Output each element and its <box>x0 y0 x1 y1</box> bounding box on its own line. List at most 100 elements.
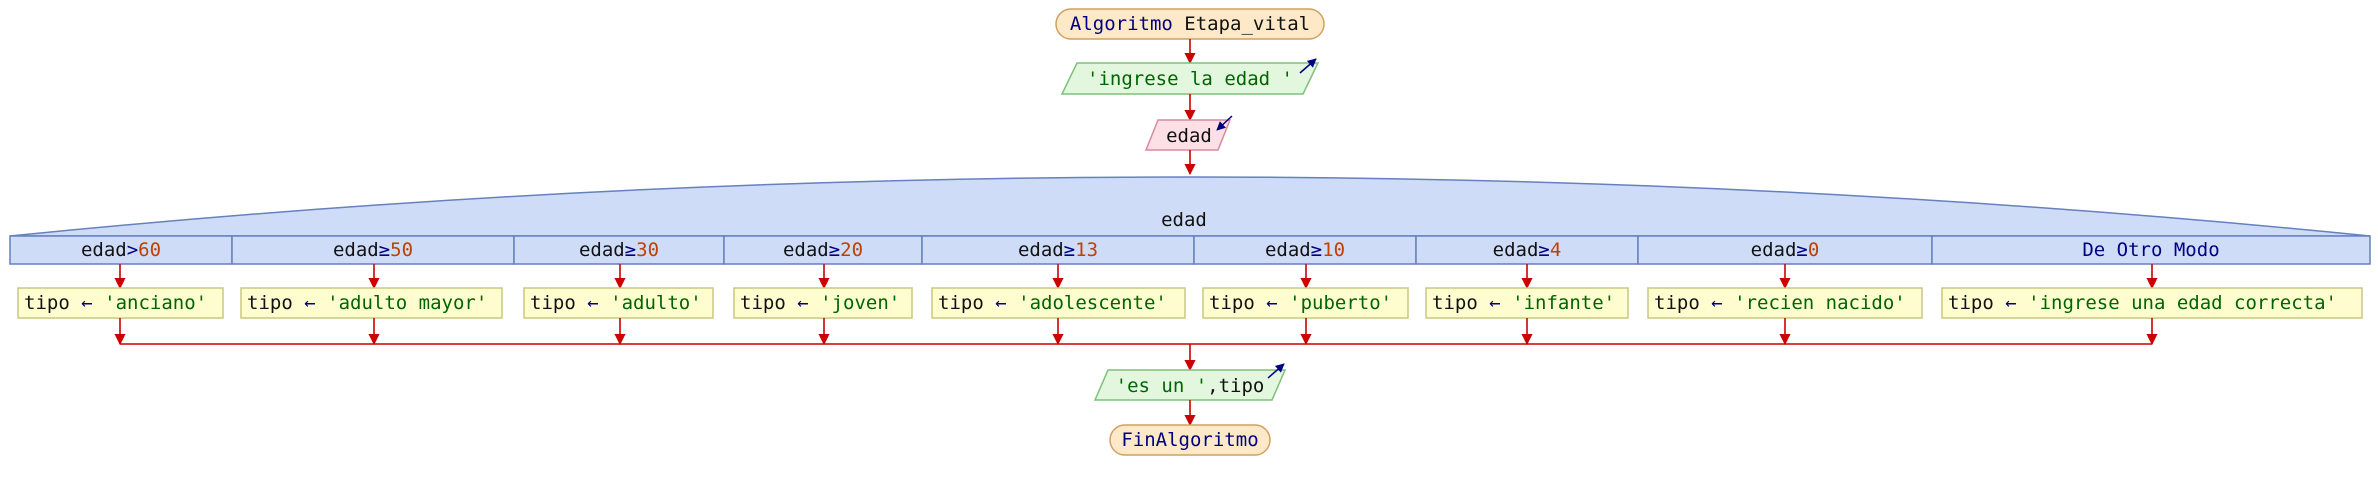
switch-header <box>9 176 2371 237</box>
case-var: edad <box>783 239 829 261</box>
case-cell[interactable] <box>1415 235 1639 265</box>
case-operator: ≥ <box>625 239 636 261</box>
space <box>1501 292 1512 314</box>
case-condition: edad≥30 <box>579 239 659 261</box>
space <box>599 292 610 314</box>
assign-var: tipo <box>740 292 786 314</box>
case-operator: ≥ <box>1311 239 1322 261</box>
case-value: 10 <box>1322 239 1345 261</box>
case-var: edad <box>1493 239 1539 261</box>
space <box>1478 292 1489 314</box>
assign-var: tipo <box>938 292 984 314</box>
assignment-box[interactable] <box>733 287 913 319</box>
case-condition: edad≥20 <box>783 239 863 261</box>
assignment-text: tipo ← 'adulto mayor' <box>247 292 487 314</box>
assignment-box[interactable] <box>240 287 503 319</box>
start-node[interactable]: Algoritmo Etapa_vital <box>1055 8 1325 40</box>
case-condition: edad≥0 <box>1751 239 1820 261</box>
space <box>316 292 327 314</box>
case-cell[interactable] <box>513 235 725 265</box>
assign-var: tipo <box>530 292 576 314</box>
switch-variable: edad <box>1161 209 1207 231</box>
input-variable-text: edad <box>1166 125 1212 147</box>
case-condition: edad≥4 <box>1493 239 1562 261</box>
case-operator: ≥ <box>1064 239 1075 261</box>
case-value: 50 <box>390 239 413 261</box>
case-value: 60 <box>138 239 161 261</box>
assignment-box[interactable] <box>523 287 714 319</box>
svg-text:'es un ',tipo: 'es un ',tipo <box>1116 375 1265 397</box>
assign-value: 'adulto mayor' <box>327 292 487 314</box>
case-value: 13 <box>1075 239 1098 261</box>
case-operator: ≥ <box>379 239 390 261</box>
case-var: edad <box>1018 239 1064 261</box>
space <box>1255 292 1266 314</box>
assignment-box[interactable] <box>931 287 1186 319</box>
assign-value: 'recien nacido' <box>1734 292 1906 314</box>
output-prompt-text: 'ingrese la edad ' <box>1087 68 1293 90</box>
assignment-text: tipo ← 'puberto' <box>1209 292 1392 314</box>
space <box>1007 292 1018 314</box>
output-arrow-icon <box>1299 58 1317 74</box>
assign-arrow: ← <box>1711 292 1722 314</box>
assign-arrow: ← <box>995 292 1006 314</box>
assign-value: 'anciano' <box>104 292 207 314</box>
space <box>1278 292 1289 314</box>
assignment-text: tipo ← 'infante' <box>1432 292 1615 314</box>
space <box>1994 292 2005 314</box>
assign-arrow: ← <box>797 292 808 314</box>
output-result-sep: , <box>1207 375 1218 397</box>
case-var: edad <box>81 239 127 261</box>
output-node-prompt[interactable]: 'ingrese la edad ' <box>1060 58 1320 95</box>
space <box>984 292 995 314</box>
assign-arrow: ← <box>1266 292 1277 314</box>
output-node-result[interactable]: 'es un ',tipo <box>1093 363 1287 401</box>
space <box>93 292 104 314</box>
assignment-text: tipo ← 'ingrese una edad correcta' <box>1948 292 2337 314</box>
assign-arrow: ← <box>81 292 92 314</box>
case-cell[interactable] <box>9 235 233 265</box>
space <box>293 292 304 314</box>
assignment-text: tipo ← 'adulto' <box>530 292 702 314</box>
assignment-text: tipo ← 'joven' <box>740 292 900 314</box>
assign-value: 'puberto' <box>1289 292 1392 314</box>
space <box>2017 292 2028 314</box>
case-value: 20 <box>840 239 863 261</box>
space <box>1723 292 1734 314</box>
output-arrow-icon <box>1267 363 1285 379</box>
space <box>70 292 81 314</box>
case-cell[interactable] <box>1193 235 1417 265</box>
output-result-string: 'es un ' <box>1116 375 1208 397</box>
assign-value: 'adulto' <box>610 292 702 314</box>
case-keyword: De Otro Modo <box>2082 239 2219 261</box>
input-node-edad[interactable]: edad <box>1144 115 1233 151</box>
space <box>786 292 797 314</box>
end-keyword: FinAlgoritmo <box>1121 429 1258 451</box>
space <box>576 292 587 314</box>
case-condition: edad≥13 <box>1018 239 1098 261</box>
assign-value: 'infante' <box>1512 292 1615 314</box>
case-condition: edad≥10 <box>1265 239 1345 261</box>
case-cell[interactable] <box>1931 235 2371 265</box>
assign-value: 'adolescente' <box>1018 292 1167 314</box>
case-value: 30 <box>636 239 659 261</box>
case-cell[interactable] <box>231 235 515 265</box>
algorithm-name: Etapa_vital <box>1184 13 1310 35</box>
assign-value: 'joven' <box>820 292 900 314</box>
assignment-text: tipo ← 'recien nacido' <box>1654 292 1906 314</box>
assign-var: tipo <box>24 292 70 314</box>
case-operator: > <box>127 239 138 261</box>
space <box>1700 292 1711 314</box>
assign-var: tipo <box>1209 292 1255 314</box>
case-var: edad <box>1751 239 1797 261</box>
start-keyword: Algoritmo <box>1070 13 1173 35</box>
end-node[interactable]: FinAlgoritmo <box>1109 424 1271 456</box>
case-operator: ≥ <box>829 239 840 261</box>
case-cell[interactable] <box>921 235 1195 265</box>
case-var: edad <box>579 239 625 261</box>
output-result-variable: tipo <box>1219 375 1265 397</box>
case-value: 0 <box>1808 239 1819 261</box>
case-condition: edad≥50 <box>333 239 413 261</box>
